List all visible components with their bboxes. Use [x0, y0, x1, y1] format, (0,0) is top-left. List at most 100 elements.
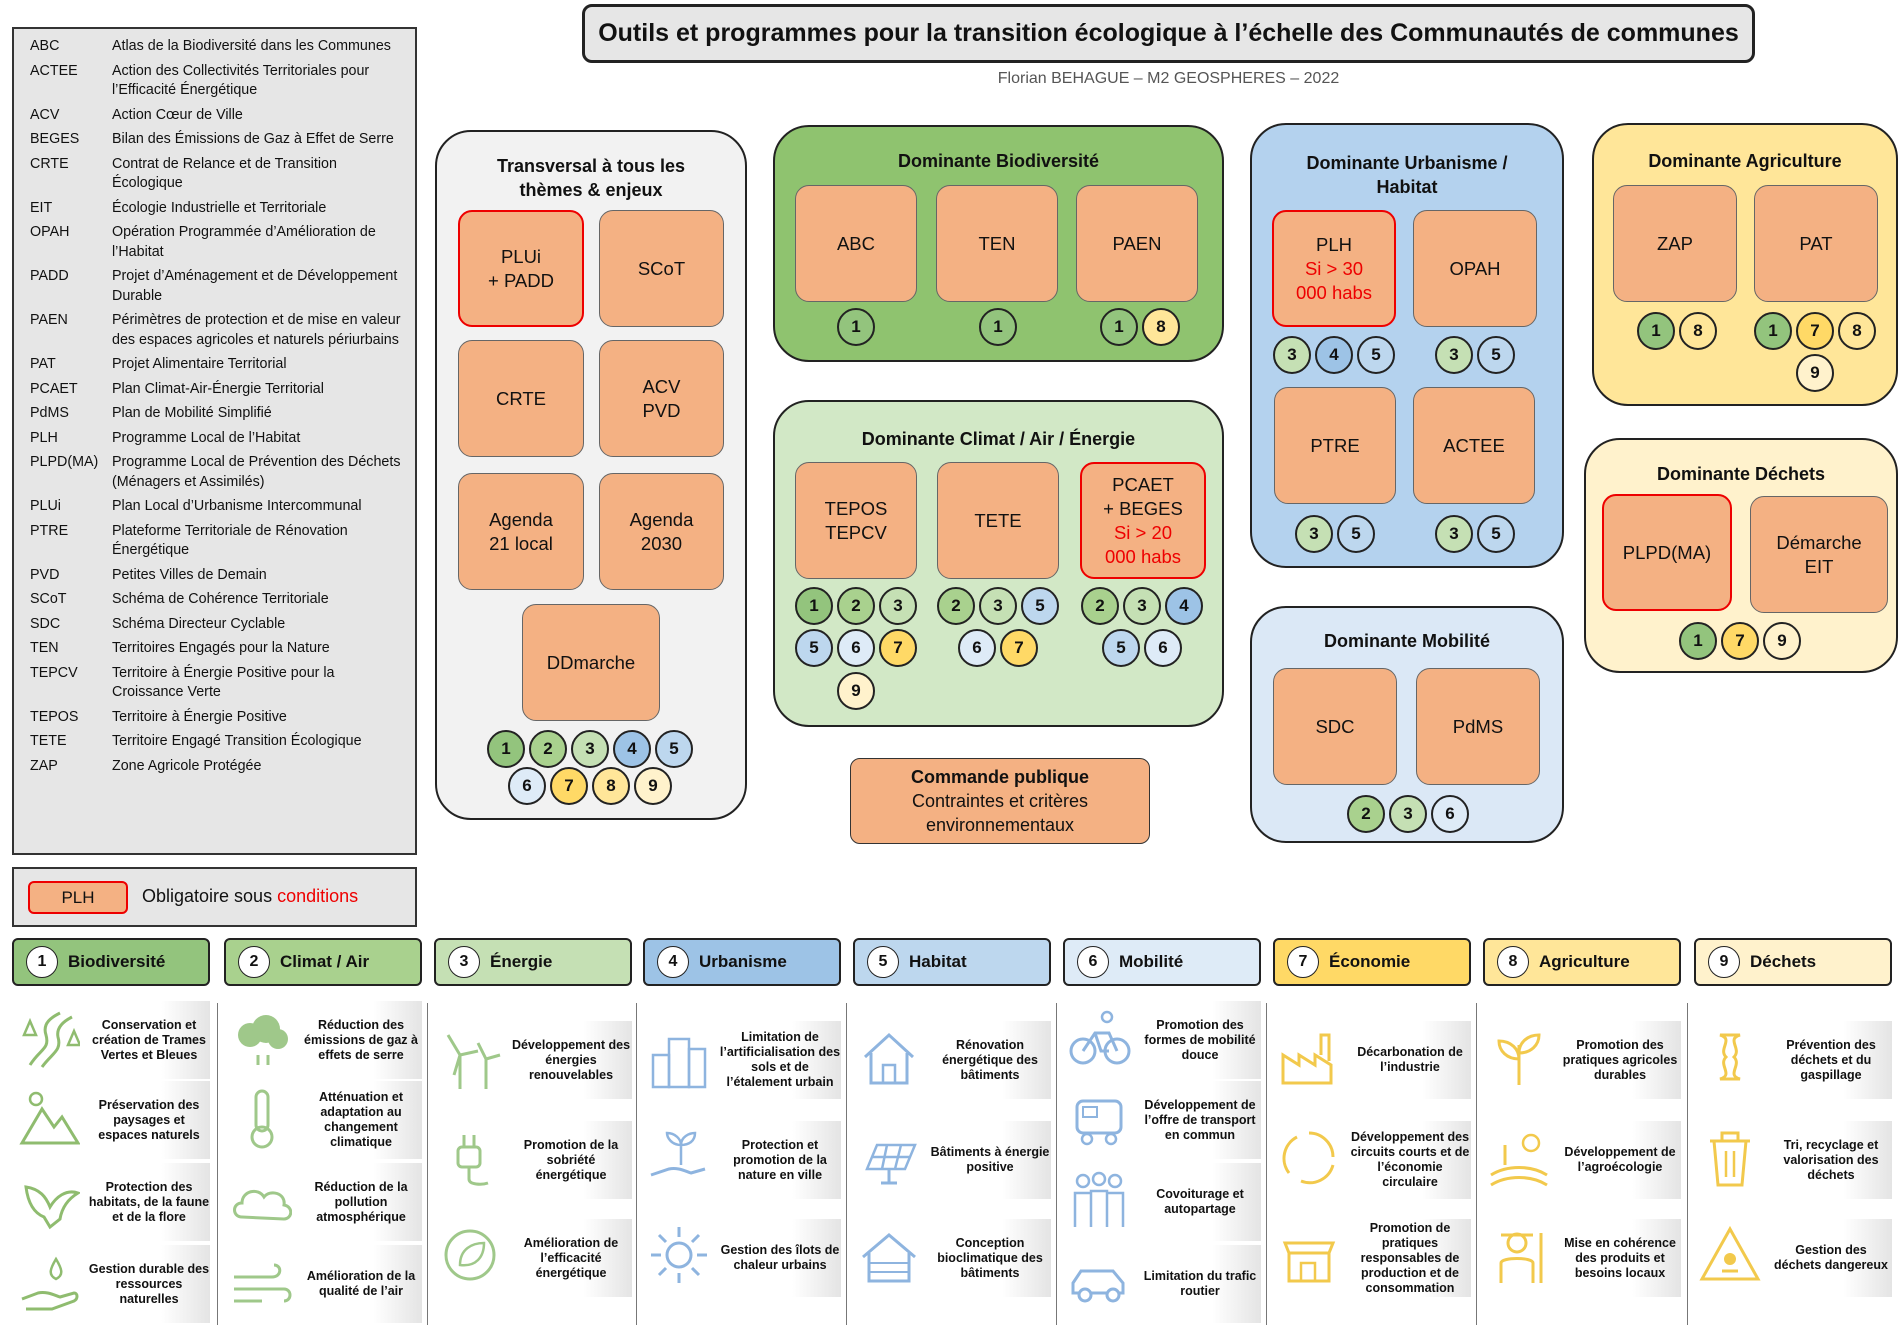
- theme-label: Mobilité: [1119, 952, 1184, 971]
- page-title: Outils et programmes pour la transition …: [582, 4, 1755, 63]
- theme-number: 1: [26, 946, 58, 978]
- cabin-icon: [857, 1223, 925, 1291]
- factory-icon: [1277, 1025, 1345, 1093]
- glossary-definition: Projet Alimentaire Territorial: [112, 356, 287, 372]
- glossary-abbr: ACTEE: [30, 62, 78, 79]
- theme-item-text: Tri, recyclage et valorisation des déche…: [1770, 1121, 1892, 1199]
- column-divider: [1266, 1003, 1267, 1325]
- group-title: Dominante Biodiversité: [897, 151, 1100, 171]
- theme-item: Conservation et création de Trames Verte…: [12, 1001, 210, 1079]
- theme-number: 7: [1287, 946, 1319, 978]
- car-icon: [1067, 1249, 1135, 1317]
- glossary-definition: Périmètres de protection et de mise en v…: [112, 312, 401, 348]
- glossary-abbr: PADD: [30, 268, 69, 284]
- theme-item: Limitation de l’artificialisation des so…: [643, 1021, 841, 1099]
- glossary-definition: Zone Agricole Protégée: [112, 757, 262, 774]
- glossary-abbr: SCoT: [30, 591, 67, 607]
- glossary-definition: Projet d’Aménagement et de Développement…: [112, 268, 398, 304]
- theme-item: Covoiturage et autopartage: [1063, 1163, 1261, 1241]
- hand-water-icon: [16, 1249, 84, 1317]
- house-icon: [857, 1025, 925, 1093]
- group-title: Dominante Agriculture: [1648, 151, 1842, 171]
- theme-item: Gestion des îlots de chaleur urbains: [643, 1219, 841, 1297]
- theme-column-2: Réduction des émissions de gaz à effets …: [224, 1001, 422, 1325]
- wind-turbine-icon: [438, 1025, 506, 1093]
- theme-number: 5: [867, 946, 899, 978]
- glossary-abbr: PAT: [30, 356, 56, 372]
- theme-item: Promotion de la sobriété énergétique: [434, 1121, 632, 1199]
- theme-header-6: 6 Mobilité: [1063, 938, 1261, 986]
- glossary-definition: Opération Programmée d’Amélioration de l…: [112, 224, 376, 260]
- theme-item-text: Promotion de pratiques responsables de p…: [1349, 1219, 1471, 1297]
- theme-label: Agriculture: [1539, 952, 1630, 971]
- theme-item-text: Mise en cohérence des produits et besoin…: [1559, 1219, 1681, 1297]
- glossary-abbr: PdMS: [30, 405, 69, 421]
- group-title: Transversal à tous les thèmes & enjeux: [496, 156, 686, 200]
- theme-item-text: Limitation de l’artificialisation des so…: [719, 1021, 841, 1099]
- commande-title: Commande publique: [910, 767, 1089, 787]
- legend-text: Obligatoire sous conditions: [142, 886, 359, 906]
- glossary-definition: Petites Villes de Demain: [112, 566, 267, 583]
- theme-number: 2: [238, 946, 270, 978]
- trash-icon: [1698, 1125, 1766, 1193]
- recycle-icon: [1277, 1125, 1345, 1193]
- theme-item-text: Gestion des déchets dangereux: [1770, 1219, 1892, 1297]
- theme-item-text: Préservation des paysages et espaces nat…: [88, 1081, 210, 1159]
- eagle-icon: [16, 1167, 84, 1235]
- column-divider: [846, 1003, 847, 1325]
- group-title: Dominante Climat / Air / Énergie: [861, 429, 1136, 449]
- theme-item: Gestion des déchets dangereux: [1694, 1219, 1892, 1297]
- theme-item-text: Prévention des déchets et du gaspillage: [1770, 1021, 1892, 1099]
- thermometer-icon: [228, 1085, 296, 1153]
- people-icon: [1067, 1167, 1135, 1235]
- commande-sub-2: environnementaux: [925, 815, 1075, 835]
- theme-item-text: Rénovation énergétique des bâtiments: [929, 1021, 1051, 1099]
- theme-item-text: Conception bioclimatique des bâtiments: [929, 1219, 1051, 1297]
- theme-item: Promotion de pratiques responsables de p…: [1273, 1219, 1471, 1297]
- column-divider: [1476, 1003, 1477, 1325]
- glossary-definition: Programme Local de l’Habitat: [112, 429, 301, 446]
- theme-column-3: Développement des énergies renouvelables…: [434, 1001, 632, 1325]
- apple-core-icon: [1698, 1025, 1766, 1093]
- group-title: Dominante Déchets: [1656, 464, 1826, 484]
- theme-item-text: Décarbonation de l’industrie: [1349, 1021, 1471, 1099]
- field-icon: [1487, 1125, 1555, 1193]
- glossary-abbr: ZAP: [30, 757, 58, 774]
- theme-label: Urbanisme: [699, 952, 787, 971]
- glossary-abbr: PLPD(MA): [30, 454, 99, 470]
- theme-item-text: Réduction de la pollution atmosphérique: [300, 1163, 422, 1241]
- mountain-icon: [16, 1085, 84, 1153]
- theme-item: Amélioration de l’efficacité énergétique: [434, 1219, 632, 1297]
- theme-item: Promotion des pratiques agricoles durabl…: [1483, 1021, 1681, 1099]
- theme-item: Réduction de la pollution atmosphérique: [224, 1163, 422, 1241]
- glossary-definition: Territoire à Énergie Positive: [112, 708, 287, 725]
- theme-item-text: Gestion durable des ressources naturelle…: [88, 1245, 210, 1323]
- theme-item: Gestion durable des ressources naturelle…: [12, 1245, 210, 1323]
- glossary-definition: Schéma Directeur Cyclable: [112, 615, 286, 632]
- theme-column-1: Conservation et création de Trames Verte…: [12, 1001, 210, 1325]
- glossary-abbr: BEGES: [30, 131, 80, 147]
- theme-number: 8: [1497, 946, 1529, 978]
- glossary-abbr: TEPCV: [30, 664, 78, 681]
- theme-item: Promotion des formes de mobilité douce: [1063, 1001, 1261, 1079]
- glossary-abbr: TETE: [30, 733, 67, 749]
- theme-item: Tri, recyclage et valorisation des déche…: [1694, 1121, 1892, 1199]
- theme-number: 6: [1077, 946, 1109, 978]
- commande-sub-1: Contraintes et critères: [911, 791, 1089, 811]
- glossary-definition: Écologie Industrielle et Territoriale: [112, 199, 327, 216]
- legend-panel: PLH Obligatoire sous conditions: [12, 867, 417, 927]
- column-divider: [217, 1003, 218, 1325]
